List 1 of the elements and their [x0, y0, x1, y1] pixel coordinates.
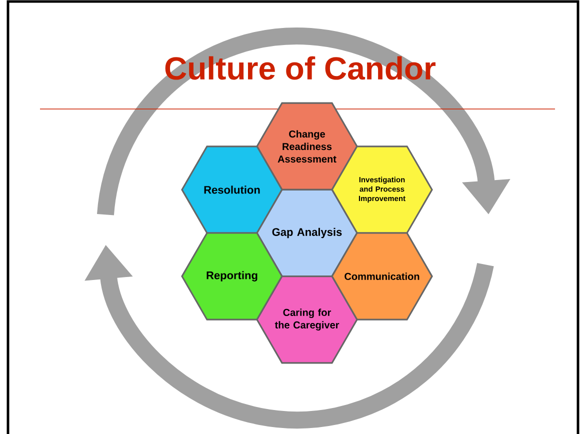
- title: Culture of Candor: [165, 56, 436, 80]
